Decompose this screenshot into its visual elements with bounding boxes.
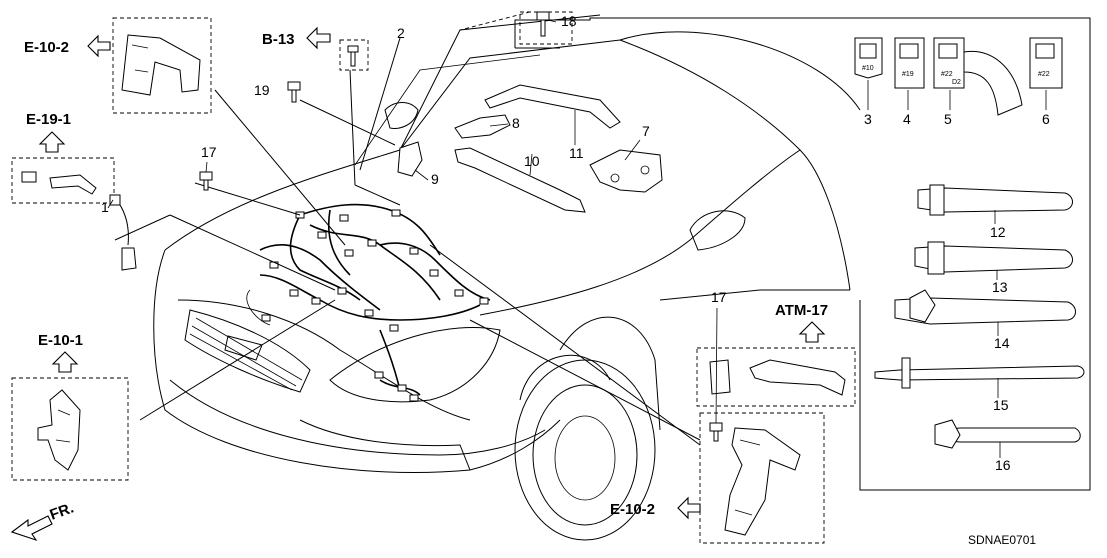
bolt-b13 xyxy=(347,45,359,67)
clip-16 xyxy=(934,419,1081,449)
mark-connector-4: #19 xyxy=(902,71,914,78)
car-body xyxy=(153,14,861,541)
bolt-17-right xyxy=(709,422,723,442)
callout-17-left: 17 xyxy=(201,144,217,160)
callout-9: 9 xyxy=(431,171,439,187)
engine-wire-harness xyxy=(246,203,491,402)
clip-15 xyxy=(874,357,1085,389)
callout-10: 10 xyxy=(524,153,540,169)
callout-18: 18 xyxy=(561,13,577,29)
ref-e10-2-bottom: E-10-2 xyxy=(610,501,655,518)
part-10-bracket xyxy=(454,147,586,213)
clip-12 xyxy=(917,184,1073,216)
bolt-18 xyxy=(536,11,550,37)
leader-lines xyxy=(114,17,1091,491)
clip-13 xyxy=(914,241,1073,275)
ref-e10-2-top: E-10-2 xyxy=(24,39,69,56)
connector-4 xyxy=(894,37,925,89)
part-11-bracket xyxy=(484,84,621,129)
callout-19: 19 xyxy=(254,82,270,98)
clip-14 xyxy=(894,289,1076,325)
callout-3: 3 xyxy=(864,111,872,127)
bracket-e10-2-top-part xyxy=(121,34,201,96)
connector-6 xyxy=(1029,37,1063,89)
part-7-bracket xyxy=(589,149,663,193)
mark-connector-5b: D2 xyxy=(952,79,961,86)
callout-15: 15 xyxy=(993,397,1009,413)
callout-1: 1 xyxy=(101,199,109,215)
ref-e19-1: E-19-1 xyxy=(26,111,71,128)
bracket-box-e10-2-top xyxy=(112,17,212,114)
bracket-e10-1-part xyxy=(37,389,81,471)
mark-connector-6: #22 xyxy=(1038,71,1050,78)
callout-17-right: 17 xyxy=(711,289,727,305)
connector-5 xyxy=(933,37,1023,116)
connector-3 xyxy=(854,37,883,79)
bracket-box-atm17 xyxy=(696,347,856,407)
bracket-e10-2-bottom-part xyxy=(724,427,801,536)
callout-8: 8 xyxy=(512,115,520,131)
arrow-up-e19-1 xyxy=(38,131,66,153)
arrow-up-e10-1 xyxy=(51,351,79,373)
callout-4: 4 xyxy=(903,111,911,127)
arrow-left-e10-2-bottom xyxy=(677,496,701,520)
arrow-left-b13 xyxy=(306,26,331,50)
callout-6: 6 xyxy=(1042,111,1050,127)
bolt-19 xyxy=(287,81,301,103)
bracket-box-e10-2-bottom xyxy=(699,412,825,544)
callout-11: 11 xyxy=(569,145,584,161)
mark-connector-5: #22 xyxy=(941,71,953,78)
arrow-left-e10-2-top xyxy=(87,34,111,58)
part-9-clip xyxy=(397,141,423,177)
part-8-bracket xyxy=(454,114,511,139)
callout-12: 12 xyxy=(990,224,1006,240)
callout-7: 7 xyxy=(642,123,650,139)
ref-e10-1: E-10-1 xyxy=(38,332,83,349)
ref-atm17: ATM-17 xyxy=(775,302,828,319)
callout-2: 2 xyxy=(397,25,405,41)
bracket-box-e10-1 xyxy=(11,377,129,481)
ref-b13: B-13 xyxy=(262,31,295,48)
diagram-code: SDNAE0701 xyxy=(968,533,1036,547)
part-1-sensor xyxy=(109,194,137,271)
callout-16: 16 xyxy=(995,457,1011,473)
bolt-box xyxy=(339,39,369,71)
front-direction-arrow xyxy=(10,515,53,542)
mark-connector-3: #10 xyxy=(862,65,874,72)
callout-14: 14 xyxy=(994,335,1010,351)
arrow-up-atm17 xyxy=(798,321,826,343)
callout-5: 5 xyxy=(944,111,952,127)
front-label: FR. xyxy=(48,500,77,524)
callout-13: 13 xyxy=(992,279,1008,295)
bracket-box-e19-1 xyxy=(11,157,115,204)
bracket-atm17-part xyxy=(709,359,846,396)
bracket-e19-1-part xyxy=(21,171,97,195)
